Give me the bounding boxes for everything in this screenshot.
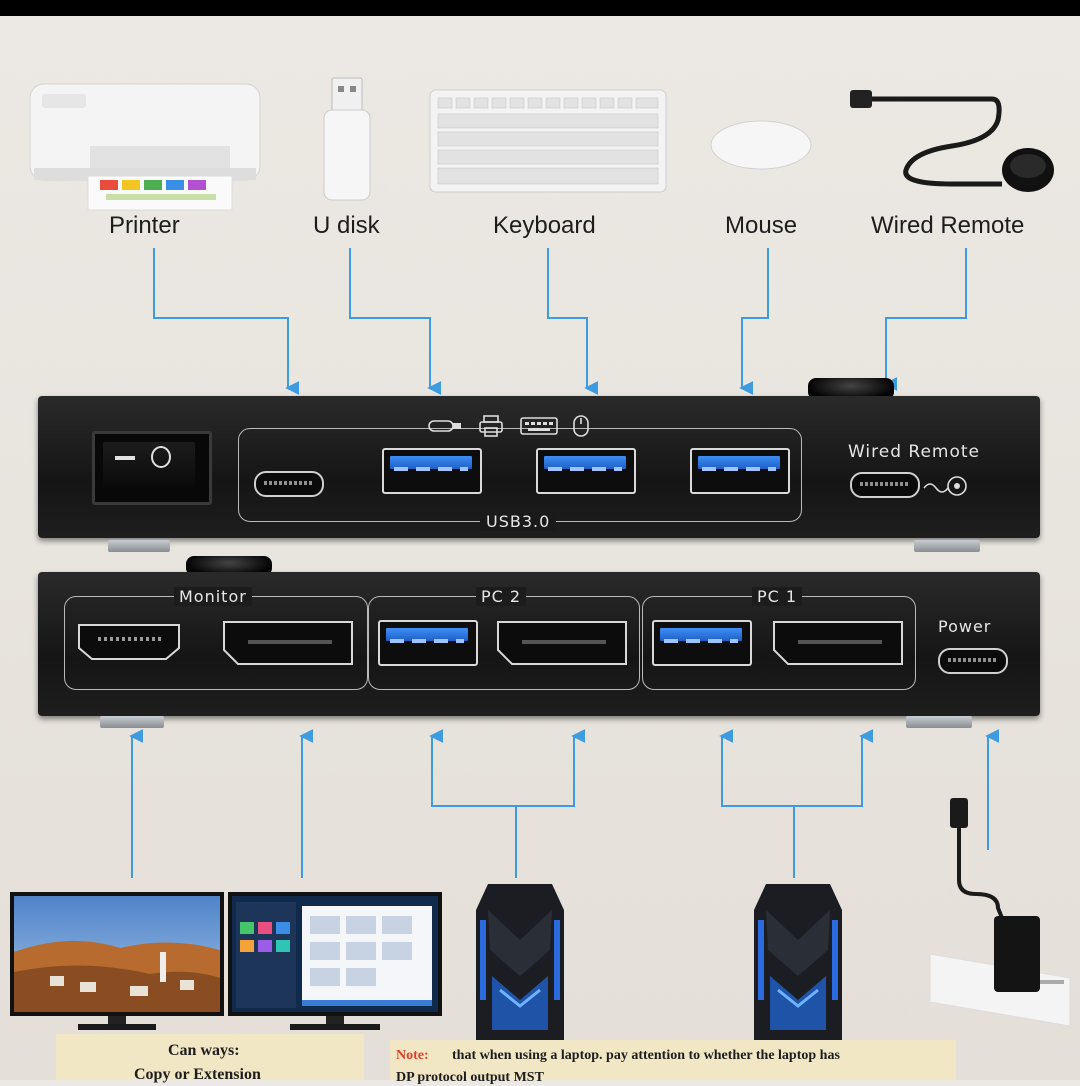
keyboard-icon [520,417,558,435]
rear-usb-c-port[interactable] [254,471,324,497]
printer-icon [479,415,503,437]
front-foot-right [906,716,972,728]
monitor-dp-port[interactable] [222,620,354,666]
front-foot-left [100,716,164,728]
hdmi-port[interactable] [76,622,182,662]
note-text: that when using a laptop. pay attention … [452,1048,840,1063]
note-prefix: Note: [396,1048,429,1063]
udisk-image [323,77,371,201]
monitor-1-image [10,892,224,1030]
rear-foot-left [108,540,170,552]
wired-remote-port-label: Wired Remote [848,442,981,462]
rear-usb-port-3[interactable] [690,448,790,494]
pc2-tower-image [476,884,564,1040]
udisk-label: U disk [313,212,380,239]
can-ways-caption [56,1034,364,1080]
power-rocker-switch[interactable] [92,431,212,505]
rear-foot-right [914,540,980,552]
pc2-label: PC 2 [476,587,527,606]
usb-plug-icon [428,420,461,432]
printer-label: Printer [109,212,180,239]
monitor-2-image [228,892,442,1030]
wired-remote-port[interactable] [850,472,920,498]
pc1-label: PC 1 [752,587,803,606]
wired-remote-image [850,90,1054,192]
monitor-label: Monitor [174,587,252,606]
keyboard-image [429,89,667,193]
remote-knob-top [808,378,894,400]
rear-usb-port-2[interactable] [536,448,636,494]
mouse-icon [573,415,589,437]
power-adapter-image [929,798,1071,1027]
usb30-label: USB3.0 [480,512,557,531]
remote-knob-front [186,556,272,576]
power-label: Power [938,617,992,636]
pc2-usb-port[interactable] [378,620,478,666]
pc1-dp-port[interactable] [772,620,904,666]
copy-extension-text: Copy or Extension [134,1066,261,1083]
pc1-usb-port[interactable] [652,620,752,666]
note-text-2: DP protocol output MST [396,1070,544,1085]
pc2-dp-port[interactable] [496,620,628,666]
keyboard-label: Keyboard [493,212,596,239]
top-bar [0,0,1080,16]
wired-remote-label: Wired Remote [871,212,1025,239]
can-ways-text: Can ways: [168,1042,240,1059]
mouse-image [710,120,812,170]
mouse-label: Mouse [725,212,798,239]
power-usb-c-port[interactable] [938,648,1008,674]
rear-usb-port-1[interactable] [382,448,482,494]
laptop-note [390,1040,956,1080]
printer-image [29,83,261,211]
remote-icon [923,476,967,496]
pc1-tower-image [754,884,842,1040]
